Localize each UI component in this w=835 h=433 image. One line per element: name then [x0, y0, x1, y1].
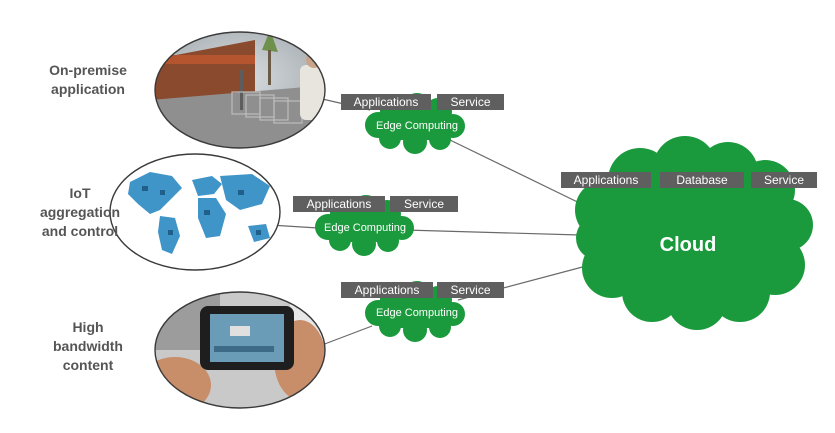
edge2-applications-tag: Applications — [293, 196, 385, 212]
line-edge1-to-cloud — [449, 139, 599, 213]
cloud-database-tag: Database — [660, 172, 744, 188]
edge1-applications-tag: Applications — [341, 94, 431, 110]
cloud-label: Cloud — [659, 234, 717, 256]
edge3-label: Edge Computing — [376, 307, 458, 319]
edge3-applications-tag: Applications — [341, 282, 433, 298]
row-label-high-bandwidth: High bandwidth content — [53, 319, 123, 373]
main-cloud — [575, 136, 813, 330]
edge2-label: Edge Computing — [324, 222, 406, 234]
row-label-iot: IoT aggregation and control — [39, 185, 121, 239]
row-label-on-premise: On-premise application — [49, 62, 127, 97]
edge3-service-tag: Service — [437, 282, 504, 298]
line-edge2-to-cloud — [404, 229, 581, 236]
edge1-service-tag: Service — [437, 94, 504, 110]
store-front-photo — [154, 31, 326, 149]
edge2-service-tag: Service — [390, 196, 458, 212]
line-photo3-to-edge3 — [321, 325, 373, 346]
edge1-label: Edge Computing — [376, 120, 458, 132]
cloud-applications-tag: Applications — [561, 172, 651, 188]
smartphone-video-photo — [154, 291, 326, 409]
cloud-service-tag: Service — [751, 172, 817, 188]
world-map-icons — [109, 153, 281, 271]
